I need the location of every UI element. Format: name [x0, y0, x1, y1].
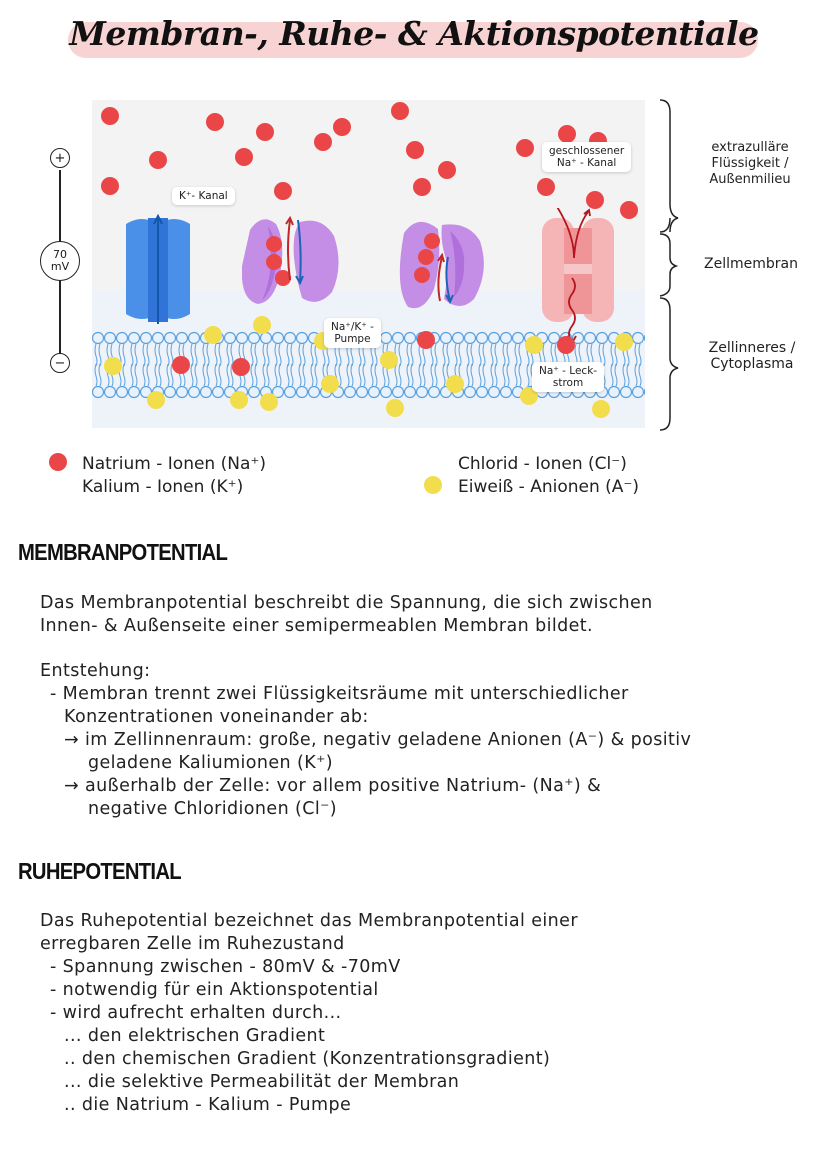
text-line: Das Ruhepotential bezeichnet das Membran… — [40, 911, 578, 931]
sodium-ion — [557, 336, 575, 354]
arrow-bullet-line: → außerhalb der Zelle: vor allem positiv… — [64, 776, 602, 796]
sodium-ion — [558, 125, 576, 143]
sodium-channel-label: geschlossener Na⁺ - Kanal — [542, 142, 632, 172]
intracellular-label: Zellinneres / Cytoplasma — [692, 340, 812, 372]
leak-current-label: Na⁺ - Leck- strom — [532, 362, 605, 392]
chloride-ion — [525, 336, 543, 354]
text-line: Innen- & Außenseite einer semipermeablen… — [40, 616, 594, 636]
voltage-display: 70 mV — [40, 241, 80, 281]
sodium-ion — [586, 191, 604, 209]
chloride-ion — [104, 357, 122, 375]
chloride-ion — [380, 351, 398, 369]
voltage-value: 70 — [53, 248, 67, 261]
intracellular-label-line: Zellinneres / — [708, 340, 796, 356]
legend-chloride-label: Chlorid - Ionen (Cl⁻) — [458, 454, 627, 474]
yellow-ion-legend-icon — [424, 476, 442, 494]
sodium-ion — [274, 182, 292, 200]
ruhepotential-heading: RUHEPOTENTIAL — [18, 858, 182, 884]
sodium-ion — [314, 133, 332, 151]
sodium-ion — [256, 123, 274, 141]
arrow-bullet-line: → im Zellinnenraum: große, negativ gelad… — [64, 730, 692, 750]
page-title: Membran-, Ruhe- & Aktionspotentiale — [69, 14, 759, 53]
membrane-diagram: K⁺- Kanal Na⁺/K⁺ - Pumpe geschlossener N… — [92, 100, 645, 428]
chloride-ion — [520, 387, 538, 405]
extracellular-label-line: extrazulläre — [711, 140, 789, 155]
arrow-bullet-line: geladene Kaliumionen (K⁺) — [88, 753, 333, 773]
sodium-ion — [235, 148, 253, 166]
legend-red: Natrium - Ionen (Na⁺) Kalium - Ionen (K⁺… — [82, 453, 266, 499]
sodium-channel-icon — [542, 208, 614, 345]
sodium-ion — [537, 178, 555, 196]
sodium-potassium-pump-icon — [242, 215, 339, 304]
leak-current-label-line: Na⁺ - Leck- — [539, 365, 598, 377]
chloride-ion — [253, 316, 271, 334]
chloride-ion — [321, 375, 339, 393]
extracellular-label: extrazulläre Flüssigkeit / Außenmilieu — [690, 140, 810, 188]
minus-pole-icon: − — [50, 353, 70, 373]
legend-sodium-label: Natrium - Ionen (Na⁺) — [82, 454, 266, 474]
arrow-bullet-line: negative Chloridionen (Cl⁻) — [88, 799, 337, 819]
membranpotential-heading: MEMBRANPOTENTIAL — [18, 539, 228, 565]
voltmeter: + 70 mV − — [40, 140, 80, 380]
bullet-line: - Spannung zwischen - 80mV & -70mV — [50, 957, 401, 977]
text-line: erregbaren Zelle im Ruhezustand — [40, 934, 345, 954]
sub-bullet-line: ... die selektive Permeabilität der Memb… — [64, 1072, 460, 1092]
bullet-line: - notwendig für ein Aktionspotential — [50, 980, 379, 1000]
sub-bullet-line: .. die Natrium - Kalium - Pumpe — [64, 1095, 352, 1115]
plus-pole-icon: + — [50, 148, 70, 168]
pump-label-line: Na⁺/K⁺ - — [331, 321, 374, 333]
chloride-ion — [147, 391, 165, 409]
pump-label-line: Pumpe — [334, 333, 371, 345]
legend-protein-label: Eiweiß - Anionen (A⁻) — [458, 477, 640, 497]
potassium-ion — [172, 356, 190, 374]
membrane-region-label: Zellmembran — [704, 256, 798, 272]
chloride-ion — [592, 400, 610, 418]
extracellular-label-line: Flüssigkeit / — [711, 156, 789, 171]
membranpotential-entstehung: Entstehung: - Membran trennt zwei Flüssi… — [40, 660, 820, 821]
sodium-ion — [333, 118, 351, 136]
entstehung-label: Entstehung: — [40, 661, 151, 681]
legend-potassium-label: Kalium - Ionen (K⁺) — [82, 477, 244, 497]
pump-label: Na⁺/K⁺ - Pumpe — [324, 318, 381, 348]
sodium-ion — [149, 151, 167, 169]
sodium-ion — [101, 107, 119, 125]
red-ion-legend-icon — [49, 453, 67, 471]
bullet-line: - wird aufrecht erhalten durch... — [50, 1003, 342, 1023]
sub-bullet-line: .. den chemischen Gradient (Konzentratio… — [64, 1049, 551, 1069]
sodium-potassium-pump-icon — [399, 221, 484, 309]
sodium-ion — [516, 139, 534, 157]
sodium-ion — [438, 161, 456, 179]
leak-current-label-line: strom — [552, 377, 584, 389]
sodium-ion — [406, 141, 424, 159]
potassium-channel-icon — [126, 213, 190, 324]
potassium-channel-label: K⁺- Kanal — [172, 187, 235, 205]
ruhepotential-body: Das Ruhepotential bezeichnet das Membran… — [40, 910, 820, 1117]
voltage-unit: mV — [50, 260, 70, 273]
region-braces — [659, 99, 679, 431]
chloride-ion — [260, 393, 278, 411]
chloride-ion — [615, 333, 633, 351]
potassium-ion — [232, 358, 250, 376]
sodium-ion — [413, 178, 431, 196]
sodium-channel-label-line: Na⁺ - Kanal — [556, 157, 617, 169]
sodium-ion — [620, 201, 638, 219]
sodium-ion — [101, 177, 119, 195]
sodium-channel-label-line: geschlossener — [549, 145, 625, 157]
bullet-line: - Membran trennt zwei Flüssigkeitsräume … — [50, 684, 629, 704]
membranpotential-intro: Das Membranpotential beschreibt die Span… — [40, 592, 820, 638]
chloride-ion — [386, 399, 404, 417]
sodium-ion — [391, 102, 409, 120]
sodium-ion — [417, 331, 435, 349]
bullet-line: Konzentrationen voneinander ab: — [64, 707, 369, 727]
chloride-ion — [446, 375, 464, 393]
sub-bullet-line: ... den elektrischen Gradient — [64, 1026, 326, 1046]
sodium-ion — [206, 113, 224, 131]
chloride-ion — [230, 391, 248, 409]
legend-yellow: Chlorid - Ionen (Cl⁻) Eiweiß - Anionen (… — [458, 453, 639, 499]
intracellular-label-line: Cytoplasma — [710, 356, 794, 372]
extracellular-label-line: Außenmilieu — [709, 172, 791, 187]
chloride-ion — [204, 326, 222, 344]
title-highlight — [68, 22, 758, 58]
text-line: Das Membranpotential beschreibt die Span… — [40, 593, 653, 613]
